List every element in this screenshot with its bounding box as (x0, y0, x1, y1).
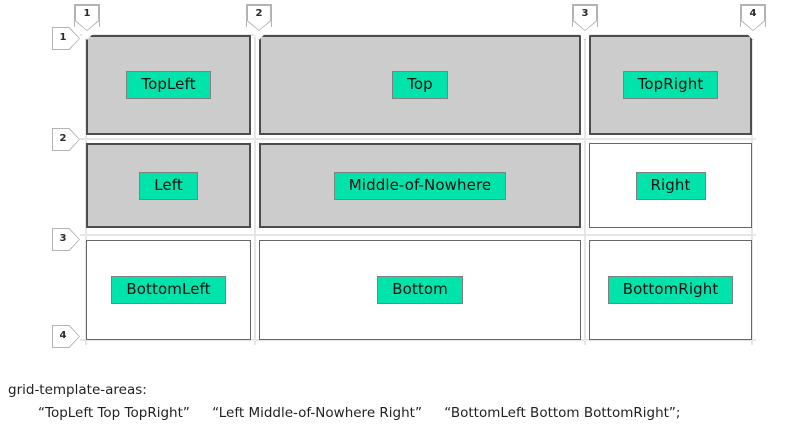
gridline-row-4 (80, 339, 756, 341)
area-label-right: Right (635, 171, 706, 200)
row-line-marker-2[interactable]: 2 (52, 128, 80, 151)
gridline-column-4 (751, 29, 753, 345)
grid-cell-right[interactable]: Right (589, 143, 752, 228)
row-line-marker-4[interactable]: 4 (52, 325, 80, 348)
grid-cell-middle-of-nowhere[interactable]: Middle-of-Nowhere (259, 143, 581, 228)
area-label-bottomright: BottomRight (607, 276, 734, 304)
caption-row-string-2: “Left Middle-of-Nowhere Right” (212, 405, 422, 421)
caption-row-string-1: “TopLeft Top TopRight” (38, 405, 190, 421)
gridline-row-3 (80, 234, 756, 236)
area-label-middle-of-nowhere: Middle-of-Nowhere (333, 171, 507, 200)
gridline-column-2 (254, 29, 256, 345)
row-line-marker-3[interactable]: 3 (52, 228, 80, 251)
caption-row-string-3: “BottomLeft Bottom BottomRight”; (444, 405, 681, 421)
grid-cell-top[interactable]: Top (259, 35, 581, 135)
grid-overlay-diagram: TopLeft Top TopRight Left Middle-of-Nowh… (0, 0, 800, 370)
grid-cell-topright[interactable]: TopRight (589, 35, 752, 135)
grid-cell-left[interactable]: Left (86, 143, 251, 228)
area-label-left: Left (139, 171, 198, 200)
caption: grid-template-areas: “TopLeft Top TopRig… (8, 382, 798, 421)
area-label-bottomleft: BottomLeft (111, 276, 226, 304)
area-label-bottom: Bottom (377, 276, 463, 304)
area-label-top: Top (392, 71, 448, 99)
caption-property: grid-template-areas: (8, 382, 147, 398)
area-label-topleft: TopLeft (126, 71, 211, 99)
grid-cell-bottom[interactable]: Bottom (259, 240, 581, 340)
gridline-row-2 (80, 138, 756, 140)
grid-cell-topleft[interactable]: TopLeft (86, 35, 251, 135)
grid-cell-bottomleft[interactable]: BottomLeft (86, 240, 251, 340)
grid-cell-bottomright[interactable]: BottomRight (589, 240, 752, 340)
area-label-topright: TopRight (622, 71, 719, 99)
gridline-column-3 (584, 29, 586, 345)
caption-row-strings: “TopLeft Top TopRight” “Left Middle-of-N… (38, 405, 798, 421)
row-line-marker-1[interactable]: 1 (52, 27, 80, 50)
